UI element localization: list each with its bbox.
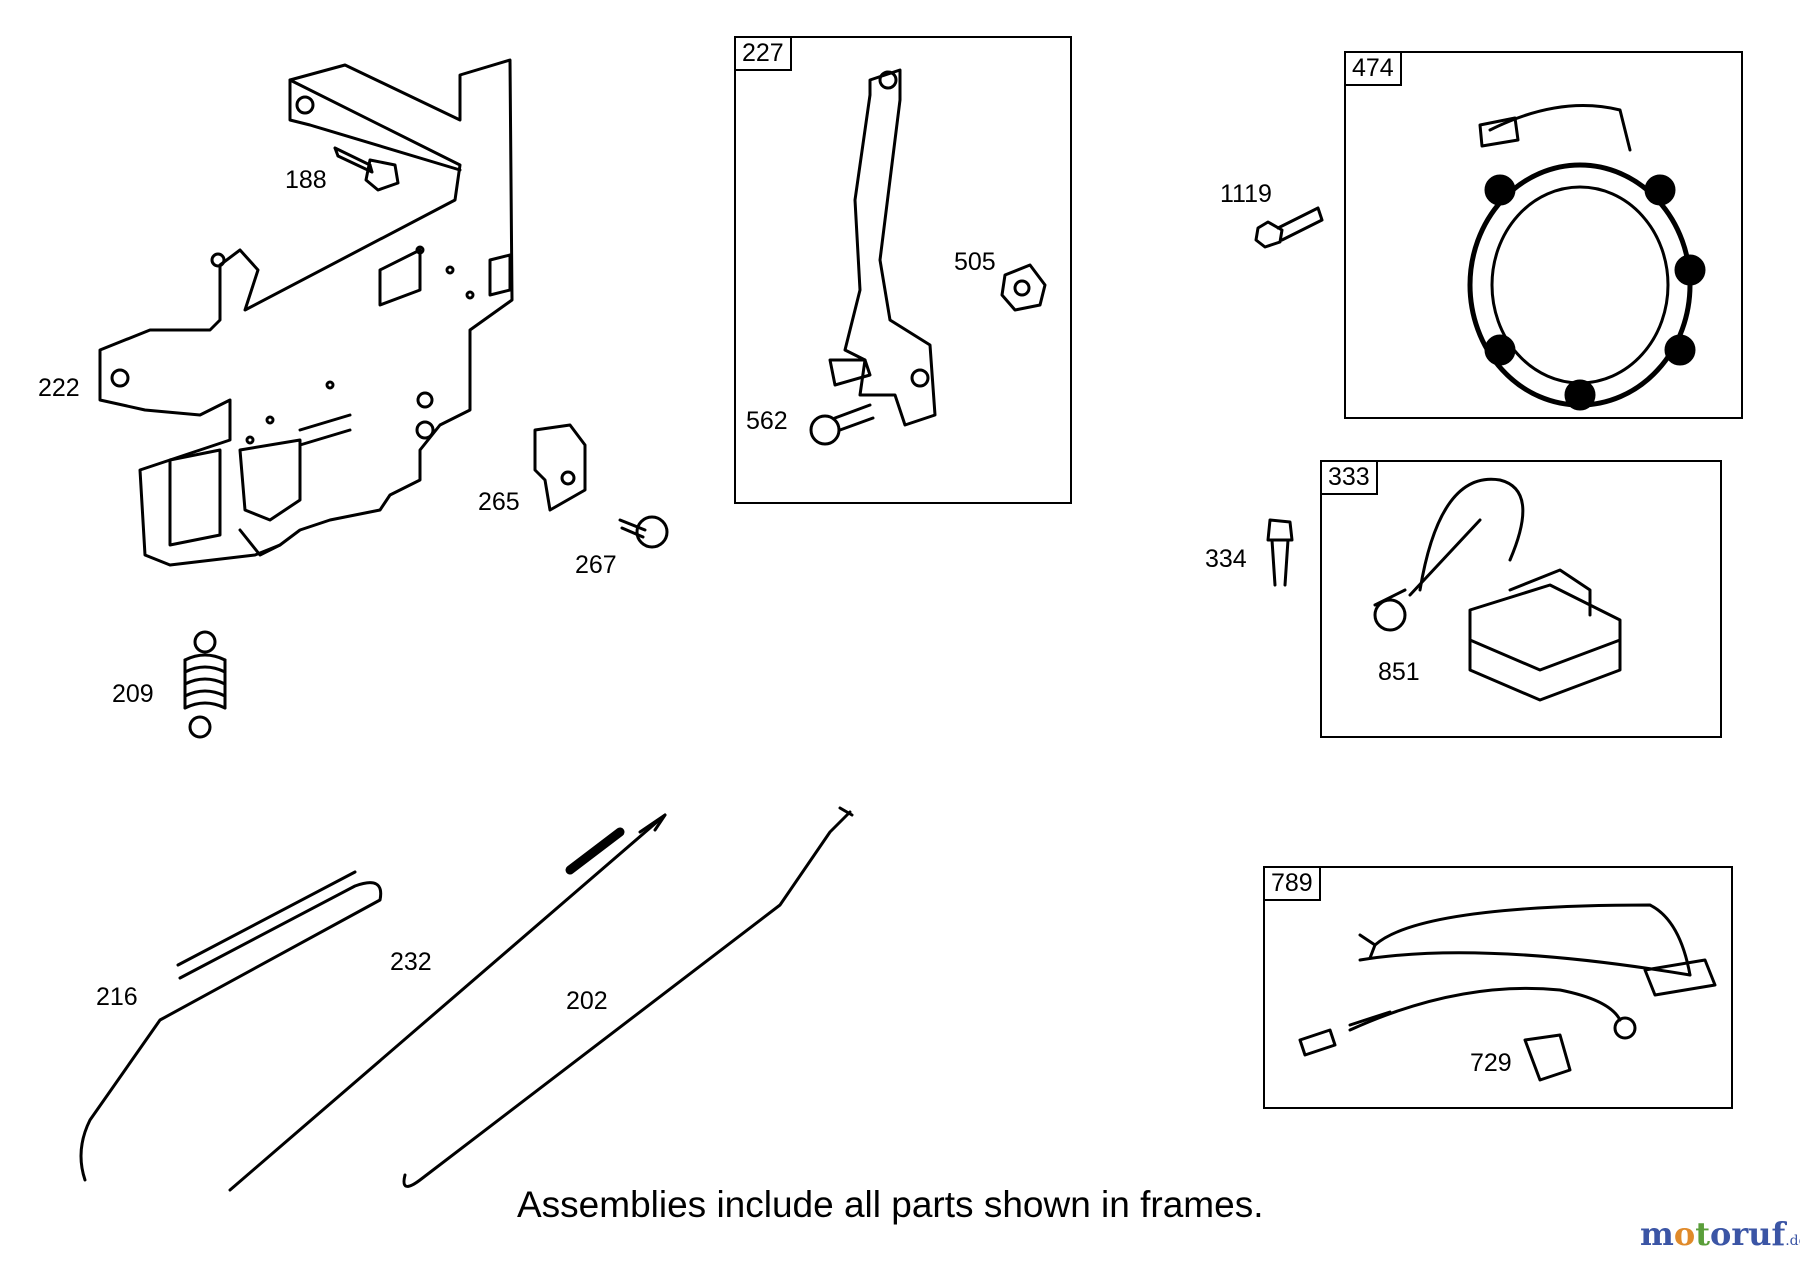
- bolt-334-drawing: [1266, 518, 1294, 587]
- part-label-222: 222: [38, 374, 80, 402]
- part-label-562: 562: [746, 407, 788, 435]
- frame-tag-474: 474: [1344, 51, 1402, 86]
- bolt-1119-drawing: [1254, 206, 1324, 249]
- watermark-part-3: t: [1695, 1215, 1710, 1253]
- alternator-474-drawing: [1467, 104, 1706, 411]
- watermark-suffix: .de: [1785, 1233, 1800, 1249]
- clip-265-drawing: [533, 423, 587, 512]
- watermark-part-4: oruf: [1709, 1215, 1786, 1253]
- assembly-frame-333: 333: [1320, 460, 1722, 738]
- frame-tag-789: 789: [1263, 866, 1321, 901]
- part-label-334: 334: [1205, 545, 1247, 573]
- assembly-frame-227: 227: [734, 36, 1072, 504]
- part-label-1119: 1119: [1220, 180, 1272, 208]
- part-label-188: 188: [285, 166, 327, 194]
- screw-267-drawing: [618, 515, 669, 549]
- nut-505-drawing: [1000, 263, 1047, 312]
- rod-202-drawing: [402, 806, 854, 1188]
- part-label-216: 216: [96, 983, 138, 1011]
- ignition-module-333-drawing: [1373, 477, 1622, 702]
- assembly-frame-474: 474: [1344, 51, 1743, 419]
- rod-216-drawing: [79, 870, 383, 1182]
- frame-tag-333: 333: [1320, 460, 1378, 495]
- part-label-209: 209: [112, 680, 154, 708]
- cable-232-drawing: [228, 813, 667, 1192]
- harness-789-drawing: [1298, 903, 1717, 1082]
- control-bracket-drawing: [98, 58, 514, 567]
- part-label-265: 265: [478, 488, 520, 516]
- screw-188-drawing: [333, 146, 400, 192]
- part-label-202: 202: [566, 987, 608, 1015]
- part-label-729: 729: [1470, 1049, 1512, 1077]
- part-label-267: 267: [575, 551, 617, 579]
- screw-562-drawing: [809, 403, 875, 446]
- assemblies-note: Assemblies include all parts shown in fr…: [517, 1184, 1264, 1225]
- lever-227-drawing: [828, 68, 937, 427]
- frame-tag-227: 227: [734, 36, 792, 71]
- part-label-232: 232: [390, 948, 432, 976]
- part-label-851: 851: [1378, 658, 1420, 686]
- spring-209-drawing: [183, 630, 227, 739]
- watermark-part-2: o: [1673, 1215, 1696, 1253]
- motoruf-watermark-logo: motoruf.de: [1640, 1215, 1800, 1253]
- assembly-frame-789: 789: [1263, 866, 1733, 1109]
- part-label-505: 505: [954, 248, 996, 276]
- watermark-part-1: m: [1640, 1215, 1674, 1253]
